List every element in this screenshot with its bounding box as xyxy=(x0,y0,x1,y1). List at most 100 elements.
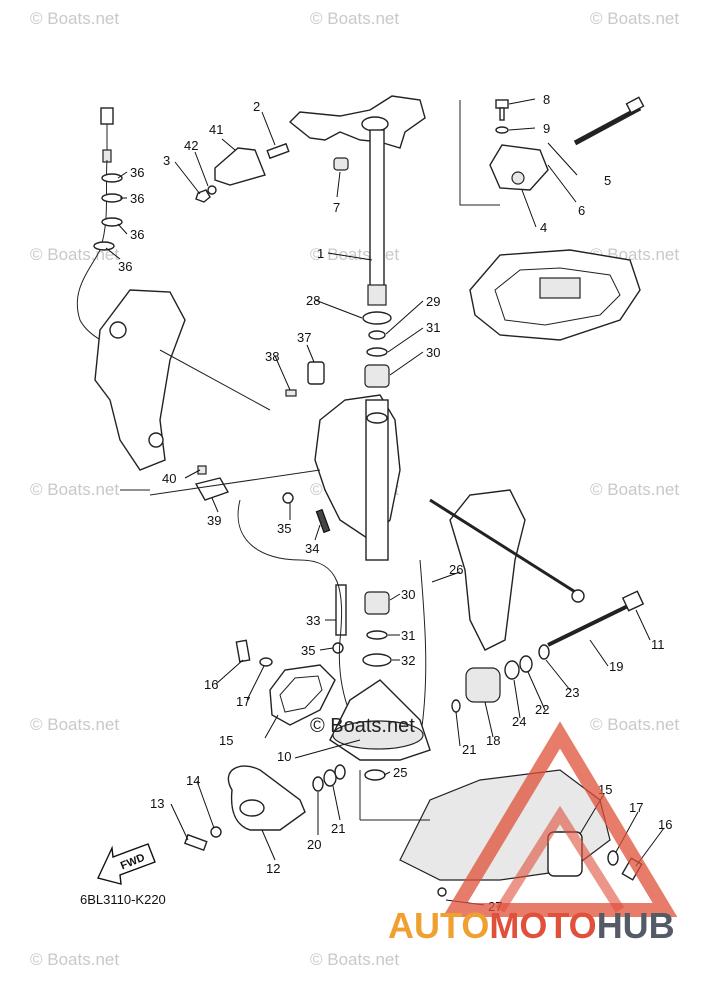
nut-11 xyxy=(621,590,645,612)
tilt-pipe xyxy=(429,498,581,597)
fwd-arrow: FWD xyxy=(97,843,156,885)
part-label-25: 25 xyxy=(393,765,407,780)
bracket-41 xyxy=(214,147,266,186)
bushing-30 xyxy=(364,364,390,388)
watermark: © Boats.net xyxy=(30,9,119,28)
part-label-22: 22 xyxy=(535,702,549,717)
part-label-15: 15 xyxy=(219,733,233,748)
oring-31-lower xyxy=(366,630,388,640)
part-label-19: 19 xyxy=(609,659,623,674)
part-label-14: 14 xyxy=(186,773,200,788)
washer-14 xyxy=(210,826,222,838)
cover-12 xyxy=(227,765,306,831)
mount-18 xyxy=(465,667,501,703)
swivel-tube-top xyxy=(366,412,388,424)
bolt-5 xyxy=(573,105,642,146)
watermark: © Boats.net xyxy=(590,480,679,499)
washer-21 xyxy=(323,769,337,787)
bolt-19 xyxy=(547,603,631,647)
upper-mount-plate-boss xyxy=(539,277,581,299)
part-label-36: 36 xyxy=(118,259,132,274)
washer-24 xyxy=(504,660,520,680)
part-numbers: 1 2 3 4 5 6 7 8 9 10 11 12 13 14 15 15 1… xyxy=(118,92,672,914)
washer-17 xyxy=(259,657,273,667)
washer-32 xyxy=(362,653,392,667)
logo-text: AUTOMOTOHUB xyxy=(388,905,675,946)
part-label-30: 30 xyxy=(401,587,415,602)
lower-mount-housing-plate xyxy=(332,720,424,750)
steering-arm-hole xyxy=(361,116,389,132)
part-label-26: 26 xyxy=(449,562,463,577)
part-label-20: 20 xyxy=(307,837,321,852)
clip-36 xyxy=(101,217,123,227)
part-label-18: 18 xyxy=(486,733,500,748)
part-label-16: 16 xyxy=(658,817,672,832)
screw-27 xyxy=(437,887,447,897)
guide-line xyxy=(459,100,500,206)
left-clamp-bracket xyxy=(94,289,186,471)
sensor-37 xyxy=(307,361,325,385)
part-label-30: 30 xyxy=(426,345,440,360)
washer-21-right xyxy=(451,699,461,713)
guide-line xyxy=(149,469,321,496)
part-label-17: 17 xyxy=(629,800,643,815)
logo-inner-triangle-icon xyxy=(495,805,625,913)
bushing-29 xyxy=(368,330,386,340)
part-label-11: 11 xyxy=(651,637,665,652)
fwd-arrow-icon xyxy=(97,843,156,885)
part-label-40: 40 xyxy=(162,471,176,486)
washer-42 xyxy=(207,185,217,195)
part-label-23: 23 xyxy=(565,685,579,700)
watermark: © Boats.net xyxy=(310,9,399,28)
clamp-39 xyxy=(194,477,230,501)
parts-drawing xyxy=(76,95,645,897)
watermark: © Boats.net xyxy=(590,715,679,734)
washer-35-lower xyxy=(332,642,344,654)
leader-lines xyxy=(105,98,665,906)
watermark: © Boats.net xyxy=(30,245,119,264)
part-label-37: 37 xyxy=(297,330,311,345)
part-label-28: 28 xyxy=(306,293,320,308)
part-label-38: 38 xyxy=(265,349,279,364)
part-label-35: 35 xyxy=(301,643,315,658)
watermark: © Boats.net xyxy=(30,480,119,499)
part-label-4: 4 xyxy=(540,220,547,235)
bushing-30-lower xyxy=(364,591,390,615)
cover-12-hole xyxy=(239,799,265,817)
steering-arm xyxy=(288,95,426,149)
washer-17-right xyxy=(607,850,619,866)
part-label-21: 21 xyxy=(331,821,345,836)
part-label-6: 6 xyxy=(578,203,585,218)
fitting-34 xyxy=(315,508,331,534)
swivel-tube xyxy=(365,399,389,561)
clip-36 xyxy=(101,173,123,183)
washer-28 xyxy=(362,311,392,325)
part-label-34: 34 xyxy=(305,541,319,556)
part-label-8: 8 xyxy=(543,92,550,107)
washer-21b xyxy=(334,764,346,780)
cover-15-detail xyxy=(279,675,323,713)
wire-26b xyxy=(419,559,427,741)
part-label-36: 36 xyxy=(130,165,144,180)
part-label-3: 3 xyxy=(163,153,170,168)
bolt-13 xyxy=(183,833,208,852)
watermark: © Boats.net xyxy=(30,950,119,969)
part-label-32: 32 xyxy=(401,653,415,668)
part-label-41: 41 xyxy=(209,122,223,137)
part-label-39: 39 xyxy=(207,513,221,528)
part-label-9: 9 xyxy=(543,121,550,136)
bolt-5-head xyxy=(625,96,645,114)
steering-shaft xyxy=(369,129,385,301)
screw-40 xyxy=(197,465,207,475)
center-watermark: © Boats.net xyxy=(310,715,415,737)
part-label-1: 1 xyxy=(317,246,324,261)
part-label-16: 16 xyxy=(204,677,218,692)
part-label-2: 2 xyxy=(253,99,260,114)
bolt-2 xyxy=(266,142,290,160)
part-label-33: 33 xyxy=(306,613,320,628)
guide-line xyxy=(159,349,271,411)
part-label-21: 21 xyxy=(462,742,476,757)
steering-shaft-spline xyxy=(367,284,387,306)
clip-36 xyxy=(101,193,123,203)
connector xyxy=(100,107,114,125)
